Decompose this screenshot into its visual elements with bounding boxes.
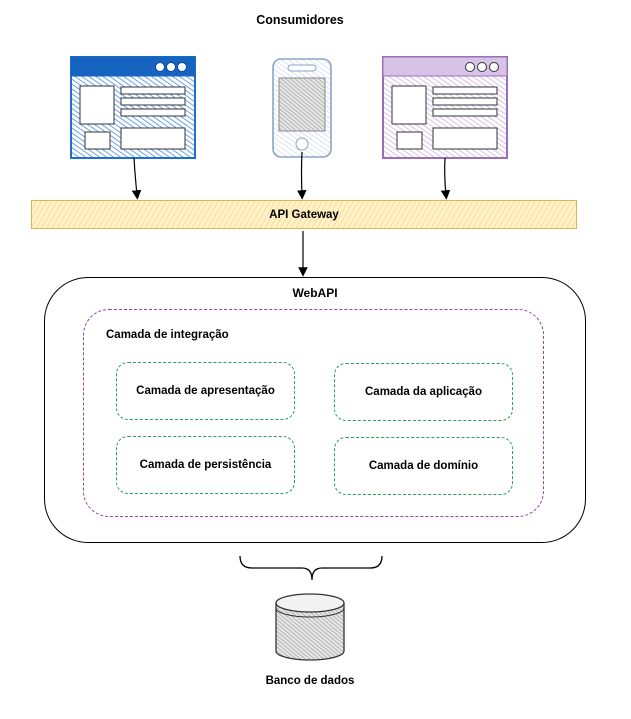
database-icon (275, 593, 345, 661)
webapi-container (44, 277, 586, 543)
layer-persistence-label: Camada de persistência (139, 459, 272, 471)
integration-layer-title: Camada de integração (106, 329, 229, 341)
api-gateway-label: API Gateway (269, 208, 339, 221)
browser-window-icon-left (70, 56, 196, 159)
arrow-consumer-left (131, 157, 142, 200)
layer-domain: Camada de domínio (334, 437, 513, 495)
layer-presentation-label: Camada de apresentação (136, 385, 275, 397)
consumers-title: Consumidores (256, 13, 344, 27)
layer-presentation: Camada de apresentação (116, 362, 295, 420)
layer-application: Camada da aplicação (334, 363, 513, 421)
api-gateway-box: API Gateway (31, 200, 577, 229)
layer-application-label: Camada da aplicação (365, 386, 482, 398)
browser-window-icon-right (382, 56, 508, 159)
layer-persistence: Camada de persistência (116, 436, 295, 494)
webapi-title: WebAPI (292, 286, 338, 300)
curly-brace (239, 555, 383, 581)
arrow-consumer-right (440, 157, 451, 200)
layer-domain-label: Camada de domínio (368, 460, 479, 472)
integration-layer (83, 309, 544, 517)
arrow-consumer-mobile (296, 151, 307, 200)
mobile-phone-icon (272, 58, 332, 158)
database-label: Banco de dados (265, 675, 355, 687)
